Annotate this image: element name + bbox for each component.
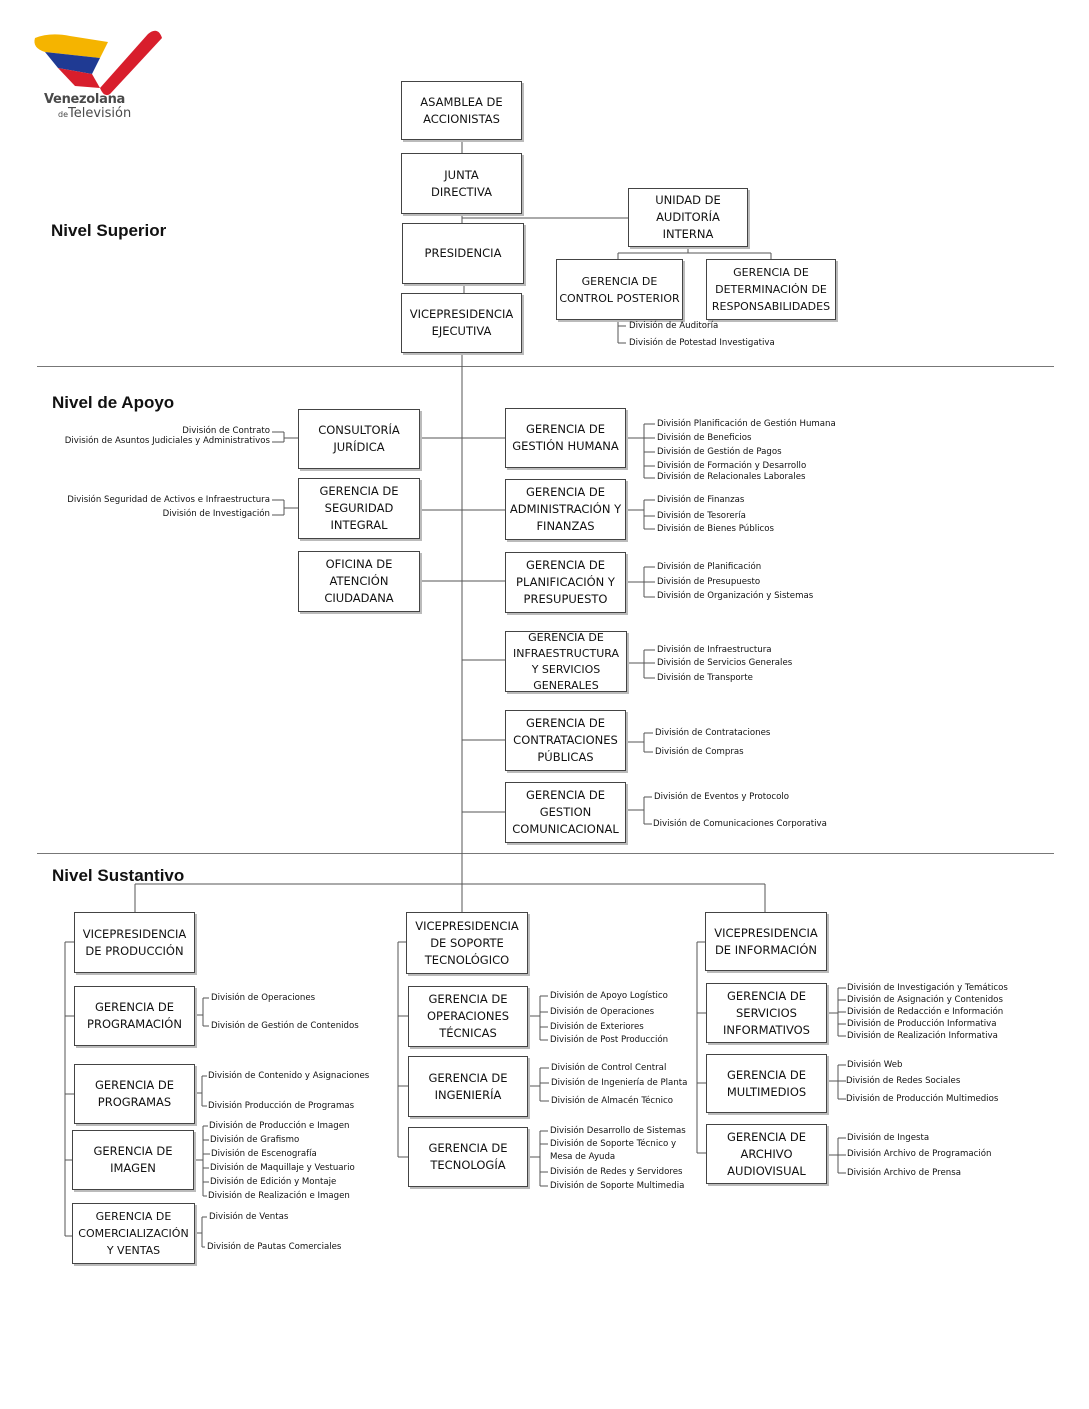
division-label: División de Redacción e Información [847, 1007, 1004, 1017]
level-sustantivo: Nivel Sustantivo [52, 866, 185, 885]
box-gerencia-control-posterior: GERENCIA DE CONTROL POSTERIOR [556, 259, 683, 320]
level-apoyo: Nivel de Apoyo [52, 393, 175, 412]
division-label: División de Relacionales Laborales [657, 472, 806, 482]
logo-mark [34, 30, 162, 96]
division-label: División de Realización Informativa [847, 1031, 998, 1041]
box-vicepresidencia-ejecutiva: VICEPRESIDENCIA EJECUTIVA [401, 293, 522, 353]
box-gerencia-tecnologia: GERENCIA DE TECNOLOGÍA [408, 1127, 528, 1187]
division-label: División de Grafismo [210, 1135, 300, 1145]
division-label: División de Gestión de Contenidos [211, 1021, 359, 1031]
box-asamblea-de-accionistas: ASAMBLEA DE ACCIONISTAS [401, 81, 522, 140]
box-gerencia-ingenieria: GERENCIA DE INGENIERÍA [408, 1056, 528, 1117]
box-presidencia: PRESIDENCIA [402, 223, 524, 284]
box-gerencia-determinacion: GERENCIA DE DETERMINACIÓN DE RESPONSABIL… [706, 259, 836, 320]
box-gerencia-contrataciones-publicas: GERENCIA DE CONTRATACIONES PÚBLICAS [505, 710, 626, 771]
division-label: División Web [847, 1060, 903, 1070]
division-label: División Planificación de Gestión Humana [657, 419, 836, 429]
division-label: División de Ingeniería de Planta [551, 1078, 688, 1088]
box-gerencia-programacion: GERENCIA DE PROGRAMACIÓN [74, 986, 195, 1046]
division-label: División de Beneficios [657, 433, 752, 443]
box-vicepresidencia-produccion: VICEPRESIDENCIA DE PRODUCCIÓN [74, 912, 195, 973]
division-label: División de Ingesta [847, 1133, 930, 1143]
division-label: División de Bienes Públicos [657, 524, 774, 534]
level-superior: Nivel Superior [51, 221, 167, 240]
division-label: División de Soporte Técnico y [550, 1139, 677, 1149]
box-junta-directiva: JUNTA DIRECTIVA [401, 153, 522, 214]
box-gerencia-seguridad-integral: GERENCIA DE SEGURIDAD INTEGRAL [298, 478, 420, 539]
box-gerencia-gestion-humana: GERENCIA DE GESTIÓN HUMANA [505, 408, 626, 468]
division-label: División de Asignación y Contenidos [847, 995, 1003, 1005]
division-label: División de Soporte Multimedia [550, 1181, 685, 1191]
division-label: División Archivo de Prensa [847, 1168, 961, 1178]
division-label: División de Contenido y Asignaciones [208, 1071, 370, 1081]
division-label: División de Formación y Desarrollo [657, 461, 807, 471]
division-label: División de Redes y Servidores [550, 1167, 683, 1177]
division-label: División de Redes Sociales [846, 1076, 961, 1086]
separator-line [37, 366, 1054, 367]
box-gerencia-archivo-audiovisual: GERENCIA DE ARCHIVO AUDIOVISUAL [706, 1124, 827, 1184]
division-label: División de Presupuesto [657, 577, 761, 587]
division-label: División de Realización e Imagen [208, 1191, 350, 1201]
division-label: División de Apoyo Logístico [550, 991, 668, 1001]
division-label: Mesa de Ayuda [550, 1152, 616, 1162]
division-label: División Seguridad de Activos e Infraest… [67, 495, 270, 505]
division-label: División de Gestión de Pagos [657, 447, 782, 457]
division-label: División de Edición y Montaje [210, 1177, 337, 1187]
division-label: División de Escenografía [211, 1149, 317, 1159]
division-label: División de Exteriores [550, 1022, 644, 1032]
division-label: División de Operaciones [211, 993, 316, 1003]
box-gerencia-administracion-finanzas: GERENCIA DE ADMINISTRACIÓN Y FINANZAS [505, 479, 626, 540]
division-label: División de Asuntos Judiciales y Adminis… [64, 436, 270, 446]
division-label: División de Ventas [209, 1212, 289, 1222]
division-label: División de Servicios Generales [657, 658, 793, 668]
box-gerencia-imagen: GERENCIA DE IMAGEN [72, 1130, 194, 1190]
division-label: División Desarrollo de Sistemas [550, 1126, 686, 1136]
division-label: División de Organización y Sistemas [657, 591, 814, 601]
division-label: División de Investigación [162, 509, 270, 519]
box-gerencia-comercializacion: GERENCIA DE COMERCIALIZACIÓN Y VENTAS [72, 1203, 195, 1264]
box-gerencia-planificacion-presupuesto: GERENCIA DE PLANIFICACIÓN Y PRESUPUESTO [505, 552, 626, 613]
division-label: División de Compras [655, 747, 744, 757]
box-vicepresidencia-soporte: VICEPRESIDENCIA DE SOPORTE TECNOLÓGICO [406, 912, 528, 974]
division-label: División de Producción e Imagen [209, 1121, 350, 1131]
division-label: División Archivo de Programación [847, 1149, 992, 1159]
division-label: División de Producción Informativa [847, 1019, 997, 1029]
box-unidad-auditoria-interna: UNIDAD DE AUDITORÍA INTERNA [628, 188, 748, 247]
division-label: División de Transporte [657, 673, 753, 683]
division-label: División de Investigación y Temáticos [847, 983, 1008, 993]
box-consultoria-juridica: CONSULTORÍA JURÍDICA [298, 409, 420, 469]
division-label: División de Post Producción [550, 1035, 669, 1045]
logo-text-1: Venezolana [44, 92, 125, 107]
logo-text-2: deTelevisión [58, 106, 132, 121]
division-label: División de Almacén Técnico [551, 1096, 673, 1106]
division-label: División de Potestad Investigativa [629, 338, 775, 348]
division-label: División de Contrato [182, 426, 270, 436]
division-label: División Producción de Programas [208, 1101, 355, 1111]
division-label: División de Planificación [657, 562, 762, 572]
box-gerencia-infraestructura: GERENCIA DE INFRAESTRUCTURA Y SERVICIOS … [505, 631, 627, 692]
separator-line [37, 853, 1054, 854]
division-label: División de Infraestructura [657, 645, 772, 655]
division-label: División de Operaciones [550, 1007, 655, 1017]
division-label: División de Producción Multimedios [846, 1094, 999, 1104]
box-vicepresidencia-informacion: VICEPRESIDENCIA DE INFORMACIÓN [705, 912, 827, 971]
division-label: División de Control Central [551, 1063, 667, 1073]
box-oficina-atencion-ciudadana: OFICINA DE ATENCIÓN CIUDADANA [298, 551, 420, 612]
division-label: División de Contrataciones [655, 728, 771, 738]
box-gerencia-multimedios: GERENCIA DE MULTIMEDIOS [706, 1054, 827, 1113]
division-label: División de Auditoría [629, 321, 719, 331]
box-gerencia-operaciones-tecnicas: GERENCIA DE OPERACIONES TÉCNICAS [408, 986, 528, 1047]
division-label: División de Finanzas [657, 495, 745, 505]
box-gerencia-programas: GERENCIA DE PROGRAMAS [74, 1064, 195, 1124]
division-label: División de Maquillaje y Vestuario [210, 1163, 355, 1173]
division-label: División de Eventos y Protocolo [654, 792, 790, 802]
box-gerencia-gestion-comunicacional: GERENCIA DE GESTION COMUNICACIONAL [505, 782, 626, 843]
division-label: División de Comunicaciones Corporativa [653, 819, 827, 829]
division-label: División de Pautas Comerciales [207, 1242, 342, 1252]
box-gerencia-servicios-informativos: GERENCIA DE SERVICIOS INFORMATIVOS [706, 983, 827, 1043]
division-label: División de Tesorería [657, 511, 746, 521]
